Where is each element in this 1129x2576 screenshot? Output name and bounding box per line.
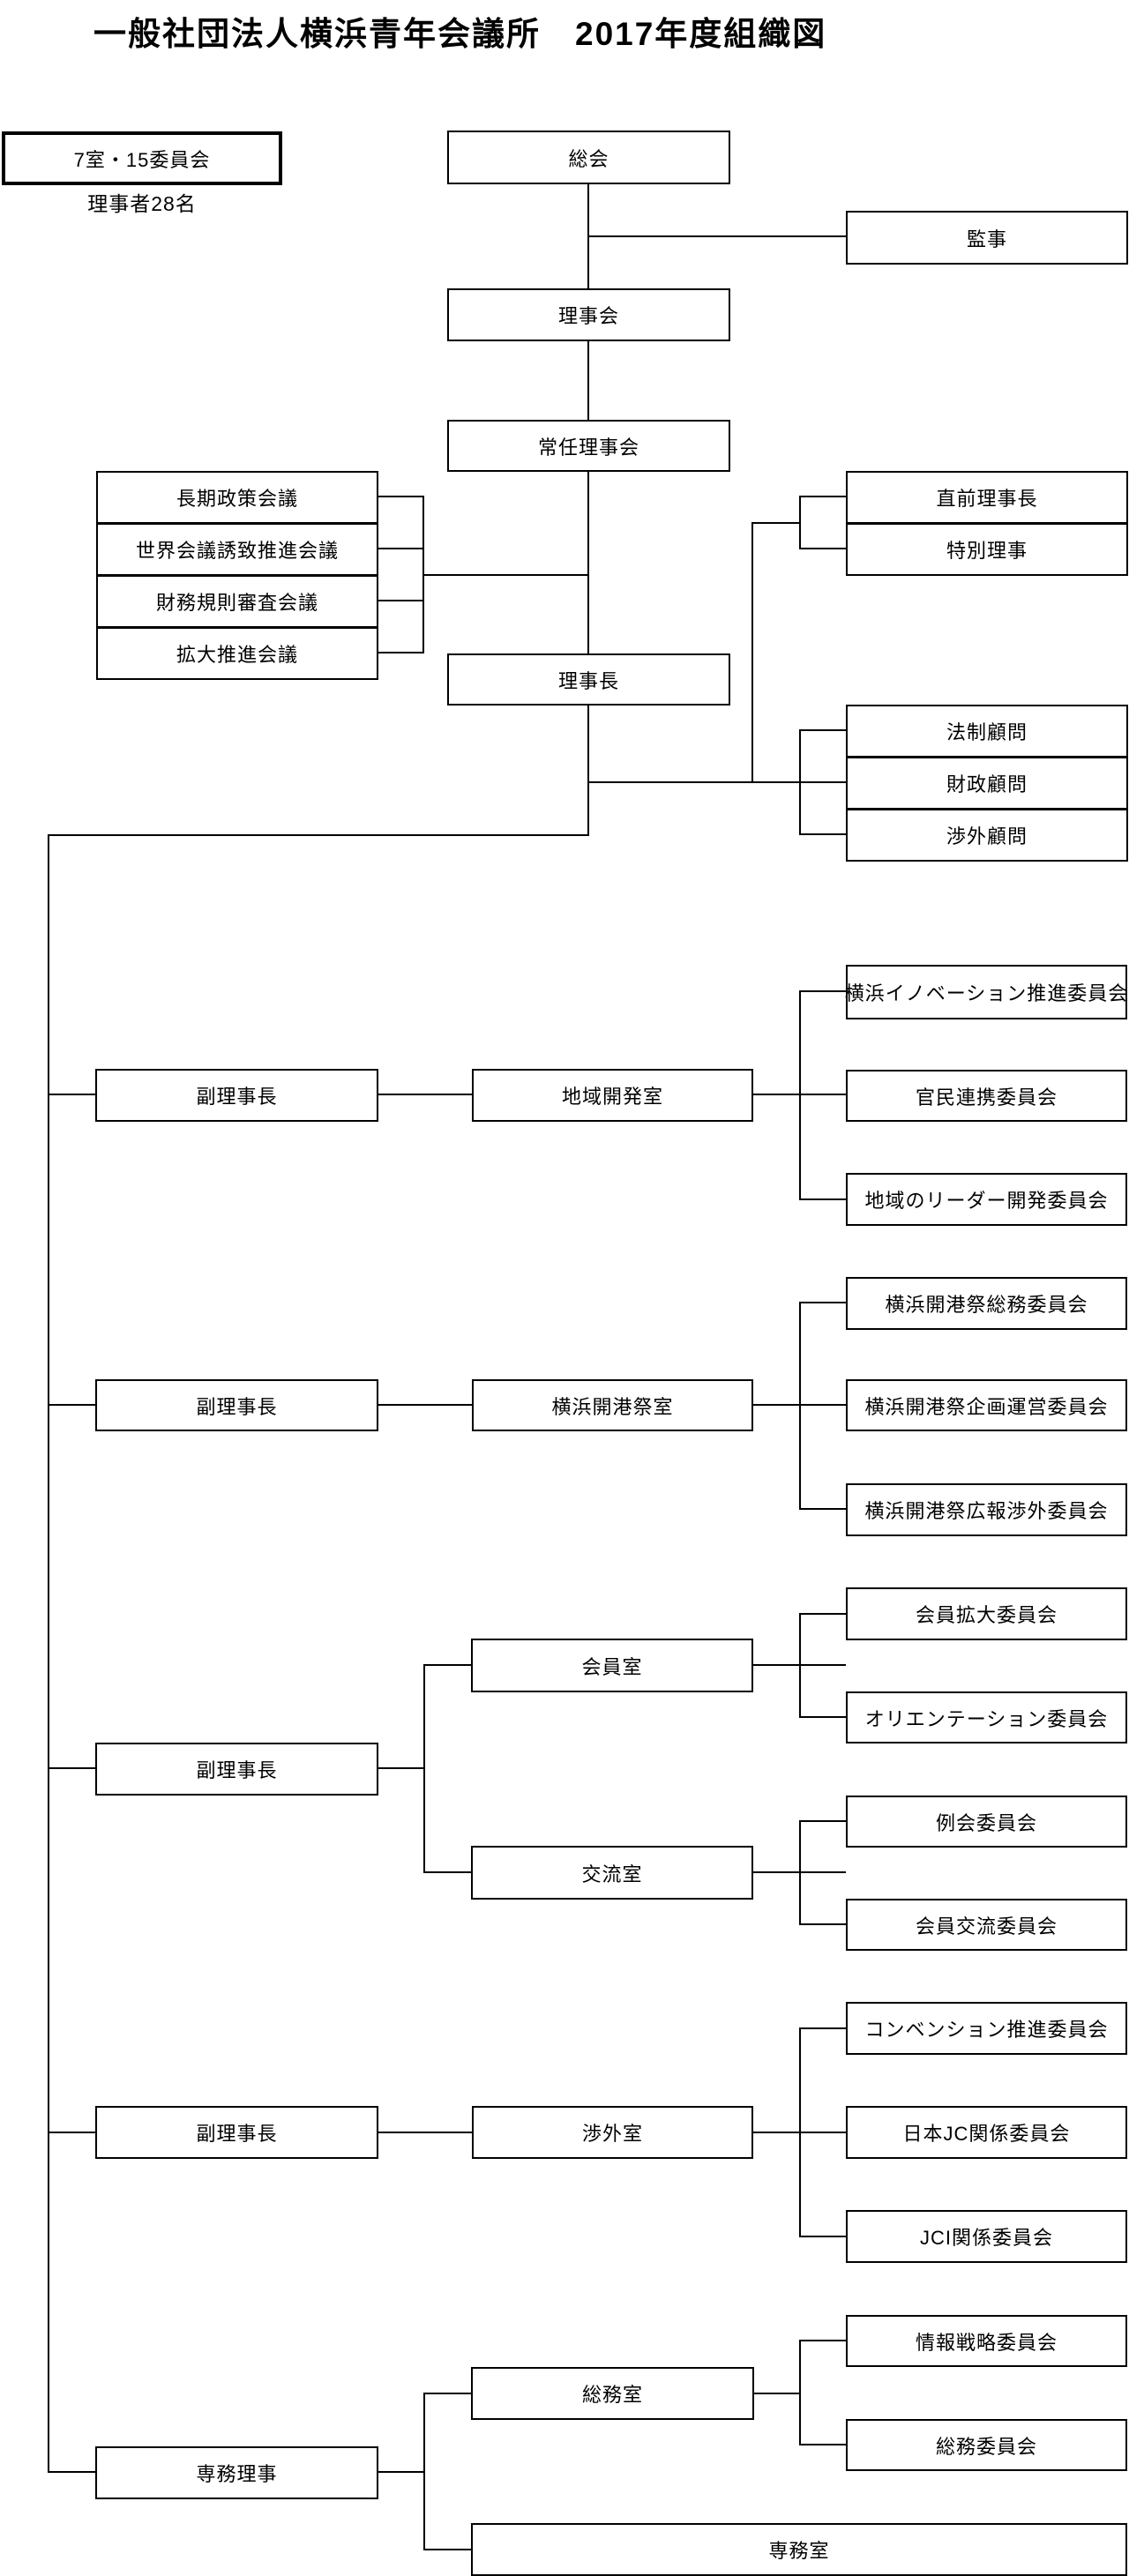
- connector-h: [48, 2132, 96, 2133]
- node-zaimu-kisoku-shinsa-kaigi: 財務規則審査会議: [96, 575, 378, 628]
- connector-h: [752, 1404, 846, 1406]
- node-somu-shitsu: 総務室: [471, 2367, 754, 2420]
- connector-h: [799, 1820, 846, 1822]
- connector-h: [751, 522, 801, 524]
- node-kaikosai-koho-shogai-iinkai: 横浜開港祭広報渉外委員会: [846, 1483, 1127, 1536]
- node-kaiin-koryu-iinkai: 会員交流委員会: [846, 1899, 1127, 1951]
- node-yokohama-innovation-iinkai: 横浜イノベーション推進委員会: [845, 965, 1127, 1019]
- connector-h: [48, 1094, 96, 1095]
- node-sekai-kaigi-yuchi-kaigi: 世界会議誘致推進会議: [96, 523, 378, 576]
- node-sokai: 総会: [447, 131, 730, 184]
- node-chiiki-leader-kaihatsu-iinkai: 地域のリーダー開発委員会: [846, 1173, 1127, 1226]
- connector-h: [799, 548, 846, 549]
- node-fuku-rijicho-1: 副理事長: [95, 1069, 378, 1122]
- node-shogai-shitsu: 渉外室: [472, 2106, 753, 2159]
- connector-h: [587, 781, 801, 783]
- node-fuku-rijicho-3: 副理事長: [95, 1743, 378, 1796]
- connector-h: [423, 1664, 473, 1666]
- node-convention-suishin-iinkai: コンベンション推進委員会: [846, 2002, 1127, 2055]
- connector-h: [378, 1094, 473, 1095]
- node-kanji: 監事: [846, 211, 1128, 265]
- node-chiiki-kaihatsu-shitsu: 地域開発室: [472, 1069, 753, 1122]
- connector-h: [48, 1767, 96, 1769]
- connector-h: [799, 1716, 846, 1718]
- connector-v: [587, 705, 589, 836]
- connector-h: [423, 2393, 473, 2394]
- connector-h: [799, 781, 846, 783]
- connector-h: [799, 2236, 846, 2237]
- node-kaiin-shitsu: 会員室: [471, 1639, 753, 1692]
- node-jci-kankei-iinkai: JCI関係委員会: [846, 2210, 1127, 2263]
- node-joho-senryaku-iinkai: 情報戦略委員会: [846, 2315, 1127, 2367]
- node-jonin-rijikai: 常任理事会: [447, 420, 730, 472]
- node-shogai-komon: 渉外顧問: [846, 809, 1128, 862]
- connector-h: [378, 548, 424, 549]
- node-tokubetsu-riji: 特別理事: [846, 523, 1128, 576]
- connector-h: [799, 2027, 846, 2029]
- connector-h: [799, 1302, 846, 1303]
- connector-h: [378, 600, 424, 601]
- connector-h: [799, 729, 846, 731]
- connector-h: [378, 1767, 425, 1769]
- connector-h: [587, 235, 846, 237]
- node-kaiin-kakudai-iinkai: 会員拡大委員会: [846, 1587, 1127, 1640]
- connector-h: [48, 1404, 96, 1406]
- connector-h: [799, 990, 846, 992]
- connector-h: [378, 2471, 425, 2473]
- node-orientation-iinkai: オリエンテーション委員会: [846, 1691, 1127, 1743]
- connector-h: [752, 2393, 801, 2394]
- connector-h: [48, 834, 589, 836]
- node-choki-seisaku-kaigi: 長期政策会議: [96, 471, 378, 524]
- node-somu-iinkai: 総務委員会: [846, 2419, 1127, 2471]
- node-zaisei-komon: 財政顧問: [846, 757, 1128, 810]
- connector-h: [799, 2340, 846, 2341]
- connector-h: [423, 2549, 473, 2550]
- node-nihon-jc-kankei-iinkai: 日本JC関係委員会: [846, 2106, 1127, 2159]
- node-kakudai-suishin-kaigi: 拡大推進会議: [96, 627, 378, 680]
- connector-h: [799, 1923, 846, 1925]
- connector-v: [587, 470, 589, 654]
- node-rijicho: 理事長: [447, 653, 730, 706]
- node-koryu-shitsu: 交流室: [471, 1846, 753, 1900]
- node-kaikosai-kikaku-unei-iinkai: 横浜開港祭企画運営委員会: [846, 1379, 1127, 1431]
- connector-h: [799, 1613, 846, 1615]
- node-yokohama-kaikosai-shitsu: 横浜開港祭室: [472, 1379, 753, 1431]
- node-senmu-shitsu: 専務室: [471, 2523, 1127, 2576]
- connector-h: [378, 2132, 473, 2133]
- connector-h: [378, 1404, 473, 1406]
- node-fuku-rijicho-4: 副理事長: [95, 2106, 378, 2159]
- connector-h: [752, 1664, 846, 1666]
- connector-h: [752, 1871, 846, 1873]
- node-hosei-komon: 法制顧問: [846, 705, 1128, 758]
- node-rijikai: 理事会: [447, 288, 730, 341]
- connector-h: [799, 496, 846, 497]
- connector-v: [587, 340, 589, 421]
- node-kaikosai-somu-iinkai: 横浜開港祭総務委員会: [846, 1277, 1127, 1330]
- connector-h: [423, 1871, 473, 1873]
- connector-h: [378, 652, 424, 653]
- legend-box: 7室・15委員会: [2, 131, 282, 185]
- connector-h: [799, 1508, 846, 1510]
- page-title: 一般社団法人横浜青年会議所 2017年度組織図: [93, 16, 827, 52]
- node-chokuzen-rijicho: 直前理事長: [846, 471, 1128, 524]
- connector-v: [751, 522, 753, 783]
- connector-h: [752, 1094, 846, 1095]
- connector-h: [799, 2444, 846, 2445]
- connector-h: [799, 1198, 846, 1200]
- connector-h: [752, 2132, 846, 2133]
- node-reikai-iinkai: 例会委員会: [846, 1796, 1127, 1848]
- node-kanmin-renkei-iinkai: 官民連携委員会: [846, 1070, 1127, 1122]
- connector-v: [799, 1302, 801, 1510]
- node-fuku-rijicho-2: 副理事長: [95, 1379, 378, 1431]
- connector-v: [799, 990, 801, 1200]
- connector-h: [799, 833, 846, 835]
- connector-v: [48, 834, 49, 2473]
- legend-note: 理事者28名: [87, 192, 197, 215]
- connector-h: [48, 2471, 96, 2473]
- node-senmu-riji: 専務理事: [95, 2446, 378, 2499]
- connector-h: [422, 574, 589, 576]
- connector-h: [378, 496, 424, 497]
